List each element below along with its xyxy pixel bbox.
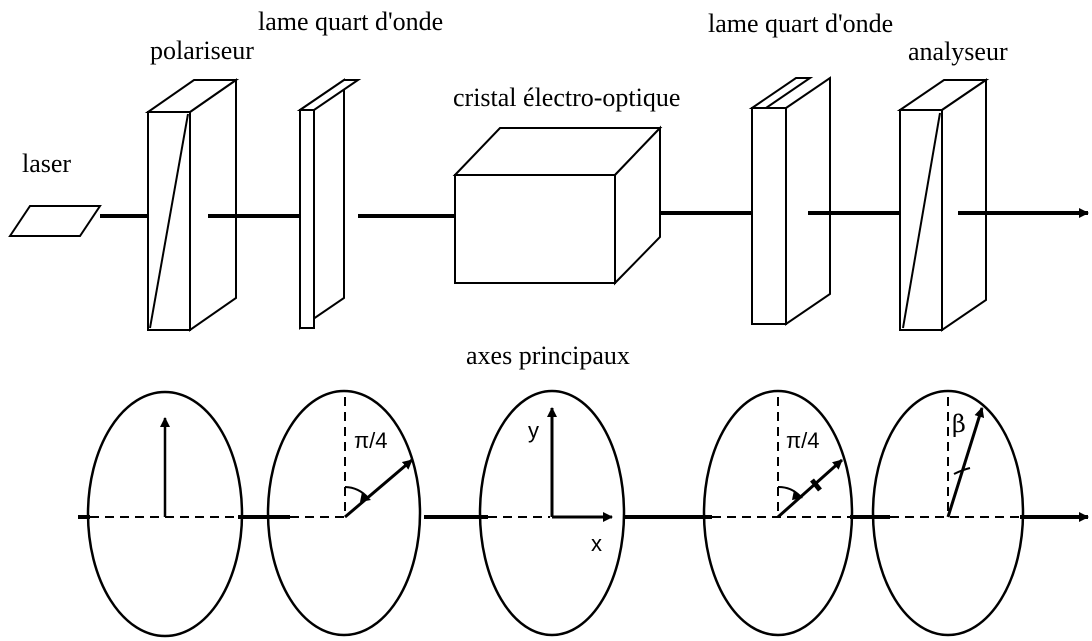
label-analyzer: analyseur [908, 37, 1008, 66]
polarizer [144, 78, 240, 332]
axis-label-x: x [591, 531, 602, 556]
axes-crystal: y x [478, 389, 626, 637]
optical-bench: laser polariseur lame quart d'onde crist… [8, 7, 1089, 332]
analyzer [896, 78, 990, 332]
electro-optic-crystal [452, 125, 663, 286]
quarter-wave-plate-1 [296, 78, 362, 330]
label-crystal: cristal électro-optique [453, 83, 680, 112]
axes-quarter-wave-plate-1: π/4 [266, 389, 422, 637]
label-polarizer: polariseur [150, 36, 254, 65]
quarter-wave-plate-2 [748, 76, 831, 326]
angle-label-beta: β [952, 410, 966, 438]
label-principal-axes: axes principaux [466, 341, 630, 370]
label-quarter-wave-plate-2: lame quart d'onde [708, 9, 893, 38]
axes-analyzer: β [871, 389, 1025, 637]
principal-axes-row: axes principaux π/4 [78, 341, 1089, 638]
angle-label-pi-over-4-a: π/4 [354, 428, 388, 453]
laser-source [8, 205, 102, 237]
axis-label-y: y [528, 418, 539, 443]
axes-polarizer [86, 390, 244, 638]
angle-label-pi-over-4-b: π/4 [786, 428, 820, 453]
label-laser: laser [22, 149, 71, 178]
axes-quarter-wave-plate-2: π/4 [702, 389, 854, 637]
label-quarter-wave-plate-1: lame quart d'onde [258, 7, 443, 36]
